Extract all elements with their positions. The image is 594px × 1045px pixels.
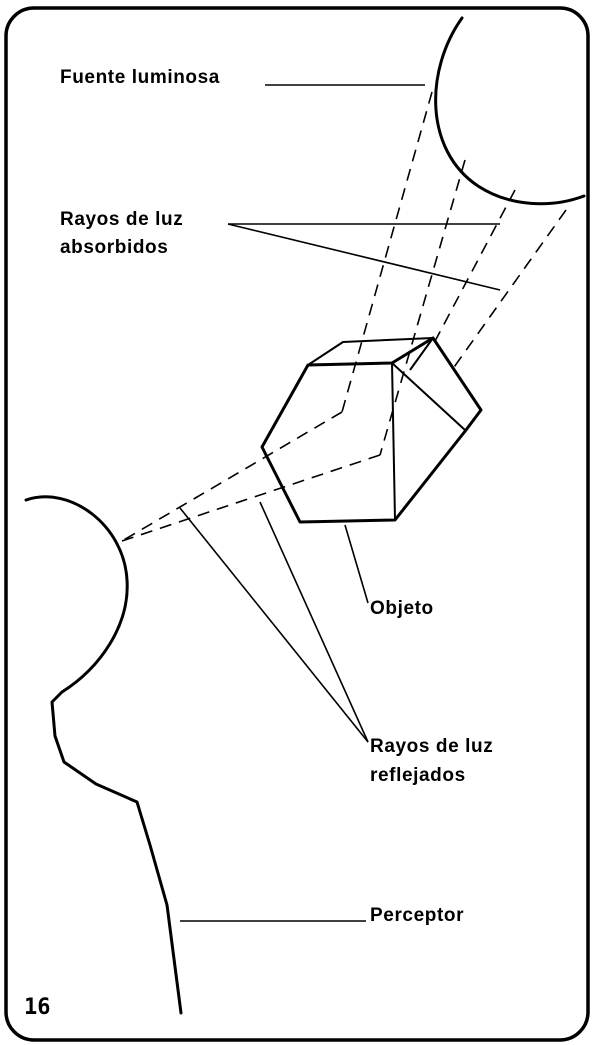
page-number: 16 xyxy=(24,995,51,1020)
light-source-shape xyxy=(434,16,586,206)
perceiver-profile xyxy=(24,495,183,1015)
absorbed-label-line1: Rayos de luz xyxy=(60,209,183,230)
reflected-leader-line-2 xyxy=(259,501,369,743)
page-frame xyxy=(4,6,590,1042)
perceiver-label: Perceptor xyxy=(370,905,464,926)
reflected-label-line1: Rayos de luz xyxy=(370,736,493,757)
absorbed-label-line2: absorbidos xyxy=(60,237,168,258)
source-label: Fuente luminosa xyxy=(60,67,220,88)
object-leader-line xyxy=(344,524,369,604)
object-label: Objeto xyxy=(370,598,434,619)
reflected-rays xyxy=(121,411,381,542)
absorbed-leader-line-2 xyxy=(227,223,501,291)
object-prism xyxy=(260,336,483,524)
reflected-label-line2: reflejados xyxy=(370,765,466,786)
reflected-leader-line-1 xyxy=(179,507,369,743)
absorbed-rays xyxy=(341,91,567,456)
